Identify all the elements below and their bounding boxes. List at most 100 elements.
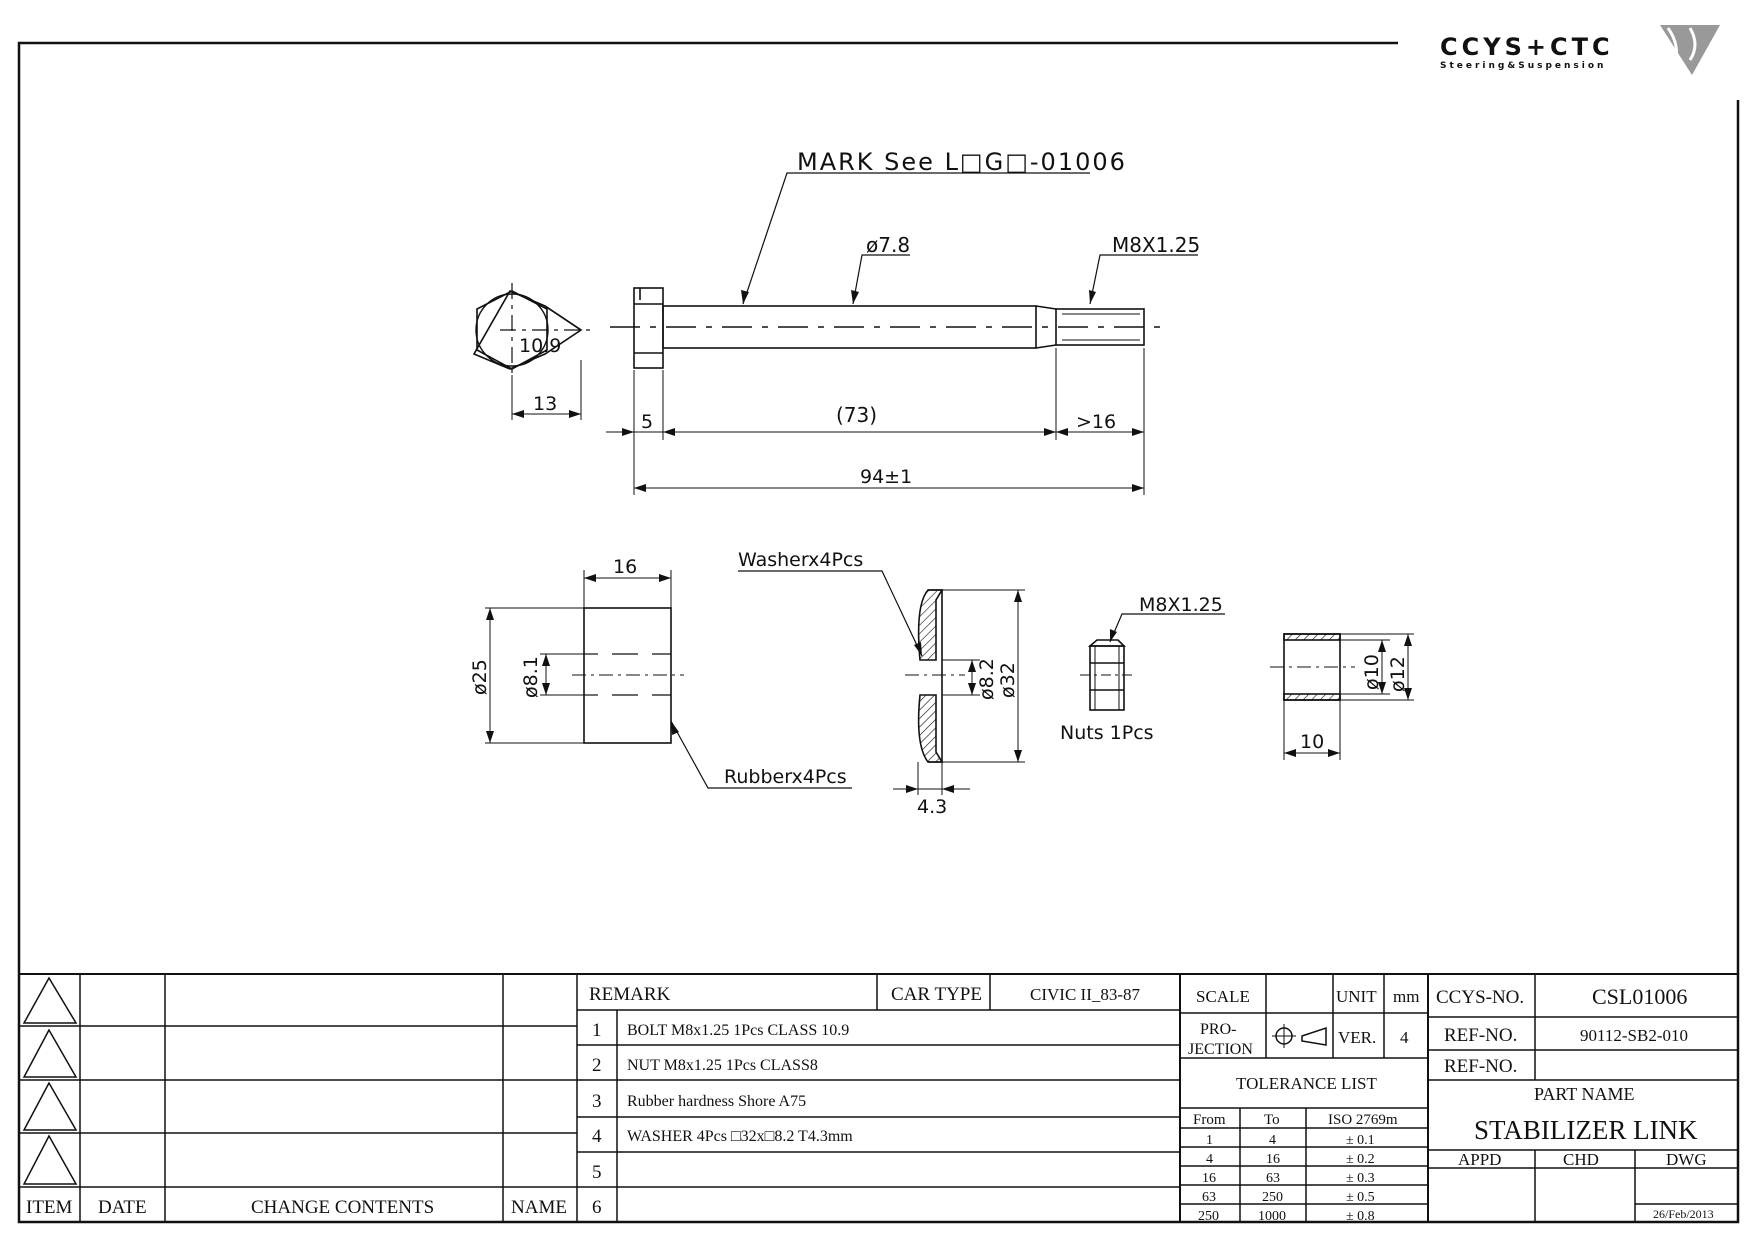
remark-row-text: NUT M8x1.25 1Pcs CLASS8 — [627, 1057, 818, 1074]
thread-length-label: >16 — [1076, 411, 1116, 433]
tol-cell: ± 0.3 — [1346, 1171, 1375, 1186]
washer-od-label: ø32 — [997, 662, 1019, 698]
sheet-border — [17, 41, 1740, 1224]
ref-no-label: REF-NO. — [1444, 1056, 1517, 1077]
remark-row-text: BOLT M8x1.25 1Pcs CLASS 10.9 — [627, 1022, 849, 1039]
appd-label: APPD — [1458, 1150, 1501, 1169]
tol-cell: 1 — [1206, 1133, 1213, 1148]
tolerance-title: TOLERANCE LIST — [1236, 1074, 1377, 1093]
washer-id-label: ø8.2 — [976, 658, 998, 700]
washer-view — [738, 570, 1025, 795]
car-type-label: CAR TYPE — [891, 984, 982, 1005]
ccys-no-label: CCYS-NO. — [1436, 987, 1524, 1008]
ver-value: 4 — [1400, 1028, 1409, 1047]
bolt-view — [472, 172, 1198, 495]
tolerance-rows: 1 4 ± 0.1 4 16 ± 0.2 16 63 ± 0.3 63 250 … — [1198, 1133, 1375, 1224]
ref-no-label: REF-NO. — [1444, 1025, 1517, 1046]
remark-row-no: 6 — [592, 1197, 602, 1218]
sleeve-length-label: 10 — [1300, 731, 1324, 753]
spec-section: SCALE UNIT mm PRO- JECTION VER. 4 TOLERA… — [1188, 987, 1419, 1128]
date-header: DATE — [98, 1197, 147, 1218]
projection-label: PRO- — [1200, 1021, 1236, 1038]
chd-label: CHD — [1563, 1150, 1599, 1169]
tol-cell: 250 — [1198, 1209, 1219, 1224]
bolt-diameter-label: ø7.8 — [866, 233, 910, 257]
rubber-id-label: ø8.1 — [520, 656, 542, 698]
remark-row-no: 3 — [592, 1091, 602, 1112]
tol-cell: 4 — [1206, 1152, 1213, 1167]
rubber-od-label: ø25 — [469, 659, 491, 695]
bolt-dimension-text: MARK See L□G□-01006 ø7.8 M8X1.25 10.9 13… — [519, 148, 1200, 488]
revision-headers: ITEM DATE CHANGE CONTENTS NAME — [26, 1197, 567, 1218]
logo-tagline: Steering&Suspension — [1440, 61, 1606, 71]
remark-row-no: 5 — [592, 1162, 602, 1183]
sleeve-id-label: ø10 — [1361, 654, 1383, 690]
tol-header-iso: ISO 2769m — [1328, 1112, 1398, 1128]
logo-emblem-icon — [1660, 25, 1720, 75]
part-name-value: STABILIZER LINK — [1474, 1115, 1698, 1145]
rubber-view — [485, 570, 852, 789]
washer-qty-label: Washerx4Pcs — [738, 549, 863, 571]
tol-cell: 4 — [1269, 1133, 1276, 1148]
rubber-arrows — [486, 574, 679, 743]
scale-label: SCALE — [1196, 987, 1250, 1006]
tol-cell: 1000 — [1258, 1209, 1286, 1224]
remark-row-text: WASHER 4Pcs □32x□8.2 T4.3mm — [627, 1128, 853, 1145]
drawing-date: 26/Feb/2013 — [1653, 1207, 1714, 1221]
tol-header-to: To — [1264, 1112, 1280, 1128]
name-header: NAME — [511, 1197, 567, 1218]
tol-cell: ± 0.1 — [1346, 1133, 1375, 1148]
rubber-width-label: 16 — [613, 556, 637, 578]
ver-label: VER. — [1338, 1028, 1376, 1047]
remark-row-no: 4 — [592, 1126, 602, 1147]
rubber-qty-label: Rubberx4Pcs — [724, 766, 847, 788]
mark-label: MARK See L□G□-01006 — [797, 148, 1127, 176]
remark-section: REMARK CAR TYPE CIVIC II_83-87 1 BOLT M8… — [589, 984, 1141, 1218]
projection-symbol-icon — [1272, 1024, 1327, 1048]
sleeve-text: ø10 ø12 10 — [1300, 654, 1409, 753]
sleeve-arrows — [1284, 634, 1412, 757]
remark-row-no: 1 — [592, 1020, 602, 1041]
unit-label: UNIT — [1336, 987, 1377, 1006]
title-block-grid — [19, 973, 1738, 1222]
tol-header-from: From — [1193, 1112, 1226, 1128]
remark-row-no: 2 — [592, 1055, 602, 1076]
sleeve-view — [1270, 633, 1414, 760]
ccys-no-value: CSL01006 — [1592, 984, 1687, 1009]
remark-row-text: Rubber hardness Shore A75 — [627, 1093, 806, 1110]
bolt-thread-label: M8X1.25 — [1112, 233, 1200, 257]
hex-across-flats-label: 10.9 — [519, 335, 561, 357]
nut-text: M8X1.25 Nuts 1Pcs — [1060, 594, 1223, 744]
title-block-text: CCYS-NO. CSL01006 REF-NO. 90112-SB2-010 … — [1436, 984, 1714, 1221]
shank-length-label: (73) — [836, 403, 877, 427]
tol-cell: 63 — [1266, 1171, 1280, 1186]
tol-cell: ± 0.2 — [1346, 1152, 1375, 1167]
projection-label: JECTION — [1188, 1041, 1253, 1058]
hex-width-label: 13 — [533, 393, 557, 415]
tol-cell: 16 — [1202, 1171, 1216, 1186]
washer-thickness-label: 4.3 — [917, 796, 947, 818]
unit-value: mm — [1393, 987, 1419, 1006]
nut-view — [1080, 613, 1225, 711]
part-name-label: PART NAME — [1534, 1084, 1634, 1104]
tol-cell: ± 0.8 — [1346, 1209, 1375, 1224]
company-logo: CCYS+CTC Steering&Suspension — [1440, 25, 1720, 75]
total-length-label: 94±1 — [860, 466, 912, 488]
remark-header: REMARK — [589, 984, 671, 1005]
logo-brand: CCYS+CTC — [1440, 33, 1614, 61]
tol-cell: 16 — [1266, 1152, 1280, 1167]
change-contents-header: CHANGE CONTENTS — [251, 1197, 434, 1218]
sleeve-od-label: ø12 — [1387, 656, 1409, 692]
washer-arrows — [906, 590, 1022, 793]
car-type-value: CIVIC II_83-87 — [1030, 985, 1141, 1004]
tol-cell: 63 — [1202, 1190, 1216, 1205]
item-header: ITEM — [26, 1197, 73, 1218]
nut-thread-label: M8X1.25 — [1139, 594, 1223, 616]
tol-cell: ± 0.5 — [1346, 1190, 1375, 1205]
tol-cell: 250 — [1262, 1190, 1283, 1205]
head-length-label: 5 — [641, 411, 653, 433]
nut-qty-label: Nuts 1Pcs — [1060, 722, 1154, 744]
ref-no-value: 90112-SB2-010 — [1580, 1026, 1688, 1045]
rubber-text: 16 ø25 ø8.1 Rubberx4Pcs — [469, 556, 847, 788]
